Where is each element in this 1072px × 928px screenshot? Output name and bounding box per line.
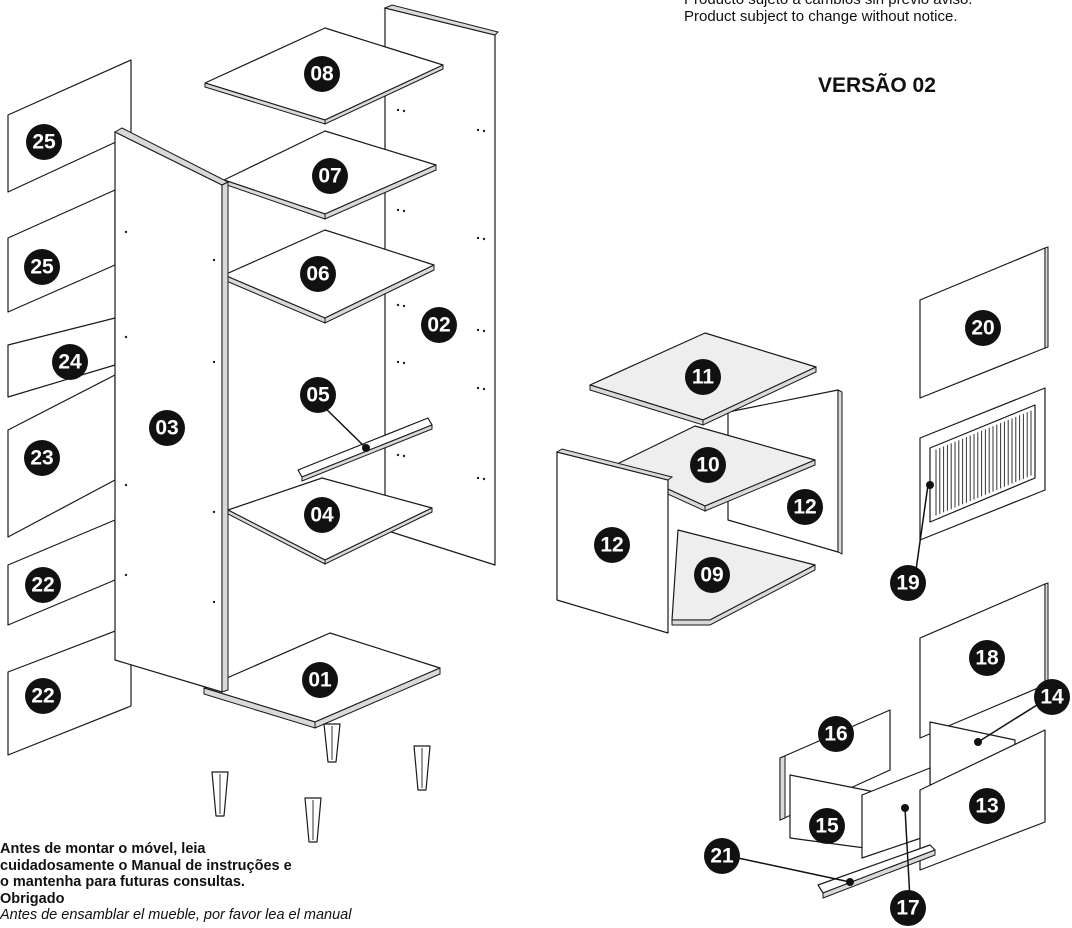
leader-14 bbox=[977, 699, 1046, 743]
part-badge-11: 11 bbox=[685, 359, 721, 395]
svg-text:25: 25 bbox=[30, 256, 54, 279]
side-panel-02 bbox=[384, 7, 496, 566]
svg-text:04: 04 bbox=[310, 504, 334, 527]
front-panel-25-bottom bbox=[7, 189, 116, 313]
notice-text: Producto sujeto a cambios sin previo avi… bbox=[684, 0, 972, 25]
svg-text:08: 08 bbox=[310, 63, 334, 86]
instruction-line-1: Antes de montar o móvel, leia bbox=[0, 841, 206, 857]
svg-text:05: 05 bbox=[306, 384, 330, 407]
notice-line-es: Producto sujeto a cambios sin previo avi… bbox=[684, 0, 972, 8]
front-panels-group bbox=[7, 59, 132, 756]
svg-text:21: 21 bbox=[710, 845, 734, 868]
foot bbox=[211, 771, 229, 817]
leader-19 bbox=[915, 484, 929, 571]
part-badge-06: 06 bbox=[300, 256, 336, 292]
part-badge-22-bottom: 22 bbox=[25, 678, 61, 714]
part-badge-22-top: 22 bbox=[25, 567, 61, 603]
front-panel-23 bbox=[7, 374, 116, 538]
side-panel-03-holes bbox=[124, 230, 216, 604]
svg-text:22: 22 bbox=[31, 574, 54, 597]
front-panel-22-bottom bbox=[7, 624, 132, 756]
side-panel-02-edge bbox=[383, 4, 499, 36]
leader-17 bbox=[904, 807, 911, 901]
part-badge-24: 24 bbox=[52, 344, 88, 380]
svg-text:19: 19 bbox=[896, 572, 919, 595]
svg-text:07: 07 bbox=[318, 165, 341, 188]
part-badge-05: 05 bbox=[300, 377, 336, 413]
svg-text:10: 10 bbox=[696, 454, 719, 477]
part-badge-14: 14 bbox=[1034, 679, 1070, 715]
part-badge-21: 21 bbox=[704, 838, 740, 874]
svg-text:13: 13 bbox=[975, 795, 998, 818]
drawer-group bbox=[737, 582, 1049, 901]
louver-slats bbox=[935, 410, 1032, 516]
svg-text:11: 11 bbox=[692, 366, 715, 389]
part-badge-12-left: 12 bbox=[594, 527, 630, 563]
svg-text:17: 17 bbox=[896, 897, 919, 920]
svg-text:02: 02 bbox=[427, 314, 450, 337]
front-panel-25-top bbox=[7, 59, 132, 193]
version-label: VERSÃO 02 bbox=[818, 74, 936, 97]
foot bbox=[413, 745, 431, 791]
doors-group bbox=[915, 246, 1049, 571]
foot bbox=[304, 797, 322, 843]
instruction-line-5: Antes de ensamblar el mueble, por favor … bbox=[0, 907, 352, 923]
svg-text:03: 03 bbox=[155, 417, 178, 440]
instruction-line-2: cuidadosamente o Manual de instruções e bbox=[0, 857, 292, 874]
part-badge-13: 13 bbox=[969, 788, 1005, 824]
svg-text:14: 14 bbox=[1040, 686, 1064, 709]
part-badge-23: 23 bbox=[24, 440, 60, 476]
side-panel-02-holes bbox=[396, 108, 486, 481]
leader-05-dot bbox=[362, 444, 370, 452]
part-badge-25-bottom: 25 bbox=[24, 249, 60, 285]
svg-text:18: 18 bbox=[975, 647, 999, 670]
assembly-instructions: Antes de montar o móvel, leia cuidadosam… bbox=[0, 841, 351, 924]
part-badge-02: 02 bbox=[421, 307, 457, 343]
louver-frame bbox=[929, 404, 1036, 523]
svg-text:12: 12 bbox=[600, 534, 623, 557]
svg-text:06: 06 bbox=[306, 263, 329, 286]
notice-line-en: Product subject to change without notice… bbox=[684, 8, 958, 25]
part-badge-01: 01 bbox=[302, 662, 338, 698]
part-badge-10: 10 bbox=[690, 447, 726, 483]
svg-text:24: 24 bbox=[58, 351, 82, 374]
part-badge-20: 20 bbox=[965, 310, 1001, 346]
instruction-line-4: Obrigado bbox=[0, 890, 65, 907]
feet-group bbox=[211, 723, 431, 843]
part-badge-19: 19 bbox=[890, 565, 926, 601]
part-badge-15: 15 bbox=[809, 808, 845, 844]
part-badge-07: 07 bbox=[312, 158, 348, 194]
part-badge-16: 16 bbox=[818, 716, 854, 752]
part-badge-09: 09 bbox=[694, 557, 730, 593]
part-badge-04: 04 bbox=[304, 497, 340, 533]
svg-text:01: 01 bbox=[308, 669, 332, 692]
part-badge-17: 17 bbox=[890, 890, 926, 926]
part-badge-08: 08 bbox=[304, 56, 340, 92]
instruction-line-3: o mantenha para futuras consultas. bbox=[0, 874, 245, 890]
svg-text:12: 12 bbox=[793, 496, 816, 519]
part-badge-03: 03 bbox=[149, 410, 185, 446]
front-panel-22-top bbox=[7, 519, 116, 626]
svg-text:09: 09 bbox=[700, 564, 723, 587]
foot bbox=[323, 723, 341, 763]
part-badge-12-right: 12 bbox=[787, 489, 823, 525]
svg-text:15: 15 bbox=[815, 815, 839, 838]
svg-text:25: 25 bbox=[32, 131, 56, 154]
svg-text:20: 20 bbox=[971, 317, 994, 340]
svg-text:22: 22 bbox=[31, 685, 54, 708]
svg-text:16: 16 bbox=[824, 723, 847, 746]
svg-text:23: 23 bbox=[30, 447, 53, 470]
part-badge-18: 18 bbox=[969, 640, 1005, 676]
part-badge-25-top: 25 bbox=[26, 124, 62, 160]
leader-21 bbox=[737, 857, 851, 883]
